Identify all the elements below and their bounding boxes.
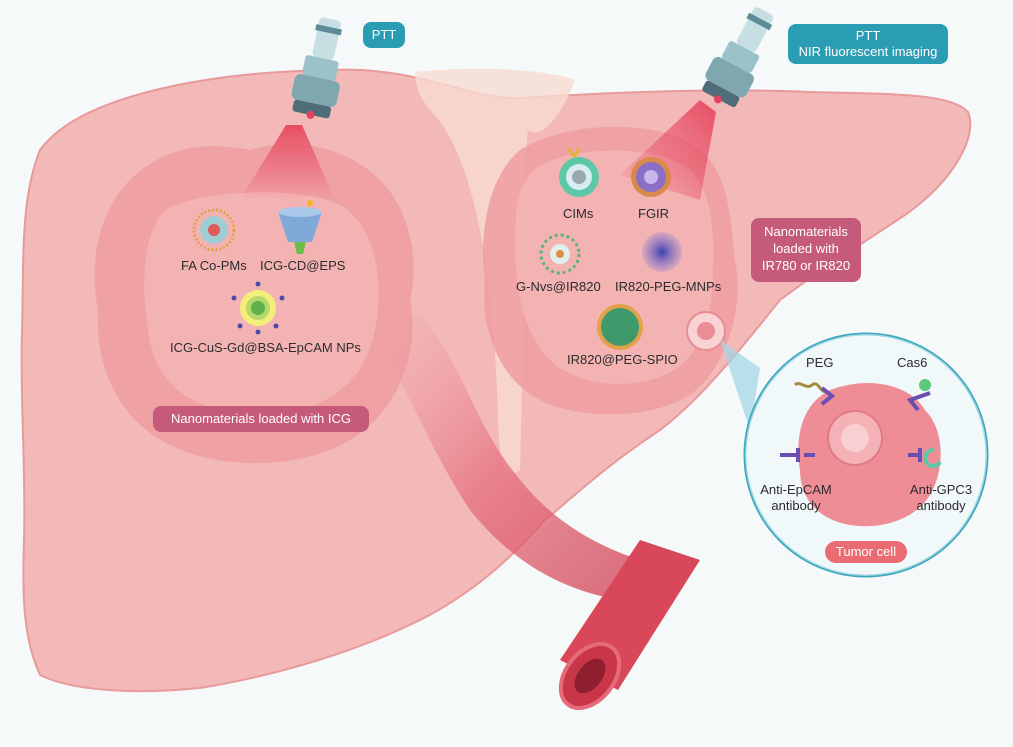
- blood-vessel-lumen: [574, 658, 606, 694]
- ir820-peg-mnps-icon: [642, 232, 682, 272]
- peg-ligand-icon: [793, 382, 836, 406]
- small-tumor-cell-icon: [686, 311, 726, 351]
- laser-probe-right: [702, 7, 774, 108]
- laser-probe-left: [291, 17, 342, 119]
- peg-label: PEG: [806, 355, 834, 370]
- cims-label: CIMs: [563, 206, 594, 221]
- fa-co-pms-icon: [192, 208, 236, 252]
- zoom-connector: [720, 340, 760, 430]
- ir780-banner-line2: loaded with: [773, 241, 839, 256]
- anti-gpc3-line1: Anti-GPC3: [909, 482, 973, 497]
- ir820-peg-mnps-label: IR820-PEG-MNPs: [615, 279, 722, 294]
- ir780-banner-line1: Nanomaterials: [764, 224, 848, 239]
- anti-epcam-antibody-icon: [780, 448, 815, 462]
- cims-icon: [559, 147, 599, 197]
- g-nvs-label: G-Nvs@IR820: [516, 279, 601, 294]
- ptt-left-callout: PTT: [363, 22, 405, 48]
- ptt-left-label: PTT: [371, 27, 397, 42]
- ir820-peg-spio-icon: [597, 304, 643, 350]
- right-tumor-inner: [515, 150, 714, 384]
- cas6-label: Cas6: [897, 355, 928, 370]
- anti-epcam-line1: Anti-EpCAM: [760, 482, 832, 497]
- light-beam-left: [240, 125, 335, 200]
- icg-banner: Nanomaterials loaded with ICG: [153, 406, 369, 432]
- ir820-peg-spio-label: IR820@PEG-SPIO: [567, 352, 678, 367]
- icg-cus-gd-bsa-epcam-nps-icon: [231, 281, 285, 335]
- tumor-cell-banner: Tumor cell: [825, 541, 907, 563]
- ptt-right-label: PTT: [855, 28, 881, 43]
- anti-gpc3-label: Anti-GPC3 antibody: [903, 482, 979, 514]
- cas6-ligand-icon: [906, 379, 931, 412]
- fgir-icon: [631, 157, 671, 197]
- blood-vessel-branch: [370, 315, 640, 600]
- tumor-cell-label: Tumor cell: [835, 544, 897, 559]
- nir-imaging-label: NIR fluorescent imaging: [798, 44, 938, 59]
- anti-gpc3-antibody-icon: [908, 447, 942, 468]
- ir780-banner-line3: IR780 or IR820: [761, 258, 851, 273]
- fgir-label: FGIR: [638, 206, 670, 221]
- ptt-right-callout: PTT NIR fluorescent imaging: [788, 24, 948, 64]
- icg-banner-label: Nanomaterials loaded with ICG: [171, 411, 351, 426]
- g-nvs-ir820-icon: [539, 233, 581, 275]
- ir780-banner: Nanomaterials loaded with IR780 or IR820: [751, 218, 861, 282]
- icg-cd-eps-icon: [278, 200, 322, 254]
- anti-epcam-label: Anti-EpCAM antibody: [756, 482, 836, 514]
- icg-cd-eps-label: ICG-CD@EPS: [260, 258, 346, 273]
- anti-gpc3-line2: antibody: [916, 498, 966, 513]
- anti-epcam-line2: antibody: [771, 498, 821, 513]
- icg-cus-gd-label: ICG-CuS-Gd@BSA-EpCAM NPs: [170, 340, 361, 355]
- fa-co-pms-label: FA Co-PMs: [181, 258, 247, 273]
